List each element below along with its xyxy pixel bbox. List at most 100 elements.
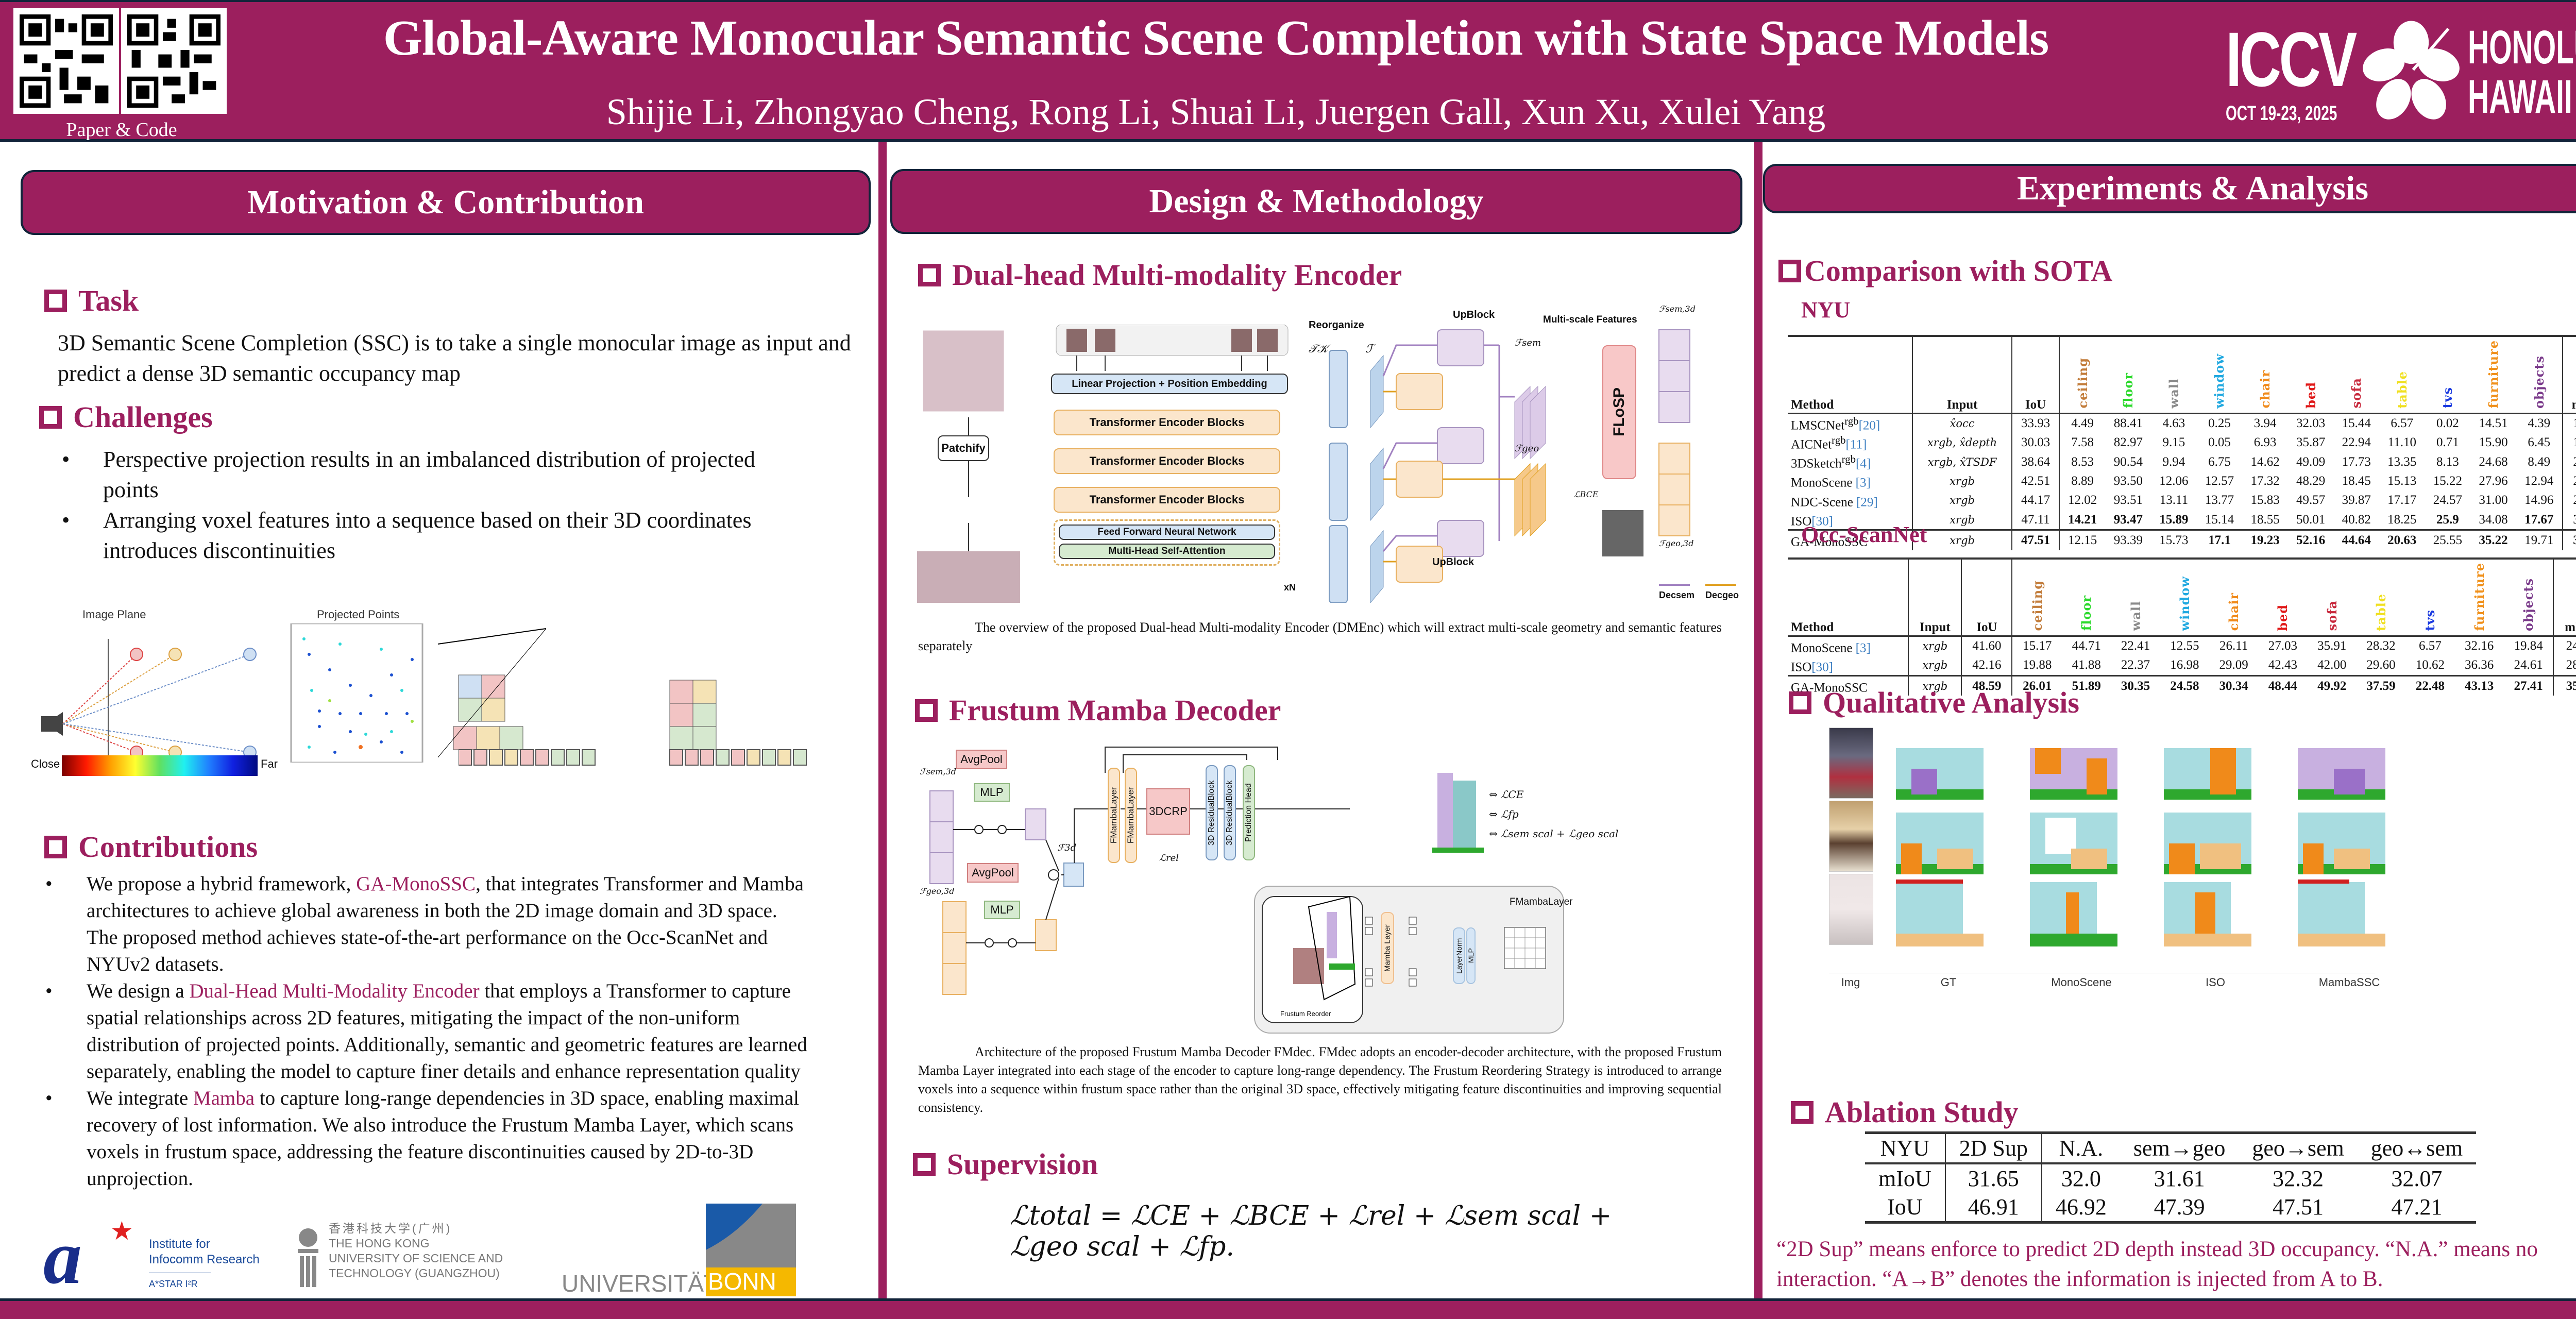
cell-class-value: 8.89 xyxy=(2071,474,2094,488)
cell-class-value: 27.96 xyxy=(2479,474,2508,488)
cell-class-value: 0.02 xyxy=(2436,416,2459,431)
banner-design: Design & Methodology xyxy=(890,169,1742,234)
cell-class-value: 34.08 xyxy=(2479,512,2508,527)
encoder-diagram-lines xyxy=(917,325,1736,603)
method-name: ISO xyxy=(1791,660,1812,674)
block-transformer-1: Transformer Encoder Blocks xyxy=(1054,410,1280,435)
cell-miou: 35.65 xyxy=(2553,675,2576,696)
label-fsem: ℱsem xyxy=(1515,337,1541,348)
cell-class-value: 22.41 xyxy=(2121,639,2150,653)
heading-ablation-text: Ablation Study xyxy=(1825,1095,2019,1129)
class-label: chair xyxy=(2258,370,2273,409)
cell-class-value: 15.89 xyxy=(2159,512,2189,527)
cell-class-value: 26.11 xyxy=(2219,639,2248,653)
qualitative-col-label: Img xyxy=(1841,976,1860,989)
cell-class-value: 18.25 xyxy=(2387,512,2417,527)
class-label: objects xyxy=(2521,578,2536,631)
checkbox-icon xyxy=(1791,1101,1814,1124)
challenges-list: Perspective projection results in an imb… xyxy=(62,444,799,566)
qr-codes xyxy=(13,8,227,114)
col-header-class: objects xyxy=(2516,335,2563,414)
hkust-line: UNIVERSITY OF SCIENCE AND xyxy=(329,1252,503,1265)
block-avgpool-sem: AvgPool xyxy=(956,750,1007,769)
cell-class-value: 35.91 xyxy=(2317,639,2347,653)
block-mlp-fmamba: MLP xyxy=(1466,927,1476,984)
label-frustum-reorder: Frustum Reorder xyxy=(1280,1010,1331,1018)
cell-input: xrgb xyxy=(1912,471,2013,491)
cell-class-value: 0.05 xyxy=(2208,435,2231,450)
col-header-class: floor xyxy=(2105,335,2151,414)
label-fgeo: ℱgeo xyxy=(1515,443,1539,454)
col-header-class: tvs xyxy=(2425,335,2471,414)
astar-line: Institute for xyxy=(149,1237,210,1251)
col-header-class: wall xyxy=(2111,557,2160,637)
label-decsem: Decsem xyxy=(1659,590,1695,600)
cell-class-value: 13.11 xyxy=(2159,493,2189,508)
cell-input: xrgb xyxy=(1908,636,1962,656)
cell-method: ISO[30] xyxy=(1788,655,1909,676)
col-header-class: chair xyxy=(2242,335,2288,414)
cell-class-value: 19.23 xyxy=(2242,529,2288,550)
ablation-cell: 31.65 xyxy=(1945,1163,2042,1193)
ablation-header: geo↔sem xyxy=(2357,1131,2477,1164)
qr-code-icon xyxy=(20,14,113,108)
class-label: table xyxy=(2374,593,2389,631)
cell-class-value: 19.88 xyxy=(2023,658,2052,672)
cell-class-value: 12.94 xyxy=(2524,474,2554,488)
astar-line: Infocomm Research xyxy=(149,1253,260,1266)
cell-class-value: 36.36 xyxy=(2464,658,2494,672)
cell-input: xrgb, x̂TSDF xyxy=(1912,452,2013,472)
cell-class-value: 6.75 xyxy=(2208,454,2231,469)
bonn-text: UNIVERSITÄT xyxy=(562,1270,719,1297)
challenge-item: Arranging voxel features into a sequence… xyxy=(62,505,799,566)
cell-miou: 22.91 xyxy=(2562,452,2576,472)
method-ref: [4] xyxy=(1856,456,1871,471)
cell-class-value: 27.41 xyxy=(2503,675,2554,696)
cell-class-value: 19.71 xyxy=(2516,529,2563,550)
cell-class-value: 15.73 xyxy=(2151,529,2197,550)
class-label: window xyxy=(2212,353,2227,409)
block-linear-projection: Linear Projection + Position Embedding xyxy=(1051,374,1288,394)
cell-class-value: 37.59 xyxy=(2356,675,2406,696)
cell-class-value: 20.63 xyxy=(2379,529,2425,550)
checkbox-icon xyxy=(918,263,941,286)
cell-class-value: 12.55 xyxy=(2170,639,2199,653)
cell-class-value: 6.57 xyxy=(2391,416,2414,431)
col-header-class: furniture xyxy=(2454,557,2504,637)
qr-label: Paper & Code xyxy=(66,119,177,141)
qr-code-paper[interactable] xyxy=(13,8,119,114)
cell-method: ISO[30] xyxy=(1788,510,1913,530)
cell-class-value: 35.22 xyxy=(2470,529,2516,550)
col-header-class: table xyxy=(2356,557,2406,637)
challenge-item: Perspective projection results in an imb… xyxy=(62,444,799,505)
qr-code-code[interactable] xyxy=(121,8,227,114)
encoder-caption: The overview of the proposed Dual-head M… xyxy=(918,620,1722,653)
cell-class-value: 15.44 xyxy=(2342,416,2371,431)
class-label: tvs xyxy=(2440,386,2455,409)
cell-class-value: 15.13 xyxy=(2387,474,2417,488)
col-header-method: Method xyxy=(1788,335,1913,414)
cell-class-value: 42.43 xyxy=(2268,658,2298,672)
cell-class-value: 29.60 xyxy=(2366,658,2396,672)
cell-class-value: 14.62 xyxy=(2250,454,2280,469)
label-image-plane: Image Plane xyxy=(82,608,146,621)
nyu-title: NYU xyxy=(1801,297,1851,323)
checkbox-icon xyxy=(44,835,67,858)
contribution-text: to capture long-range dependencies in 3D… xyxy=(87,1087,800,1190)
ablation-cell: 32.32 xyxy=(2273,1166,2324,1191)
cell-class-value: 40.82 xyxy=(2342,512,2371,527)
iccv-wordmark: ICCV xyxy=(2226,16,2357,103)
qualitative-col-label: ISO xyxy=(2206,976,2225,989)
cell-miou: 26.94 xyxy=(2562,471,2576,491)
cell-method: 3DSketchrgb[4] xyxy=(1788,452,1913,472)
cell-class-value: 82.97 xyxy=(2113,435,2143,450)
task-text: 3D Semantic Scene Completion (SSC) is to… xyxy=(58,330,851,386)
cell-class-value: 17.1 xyxy=(2196,529,2243,550)
